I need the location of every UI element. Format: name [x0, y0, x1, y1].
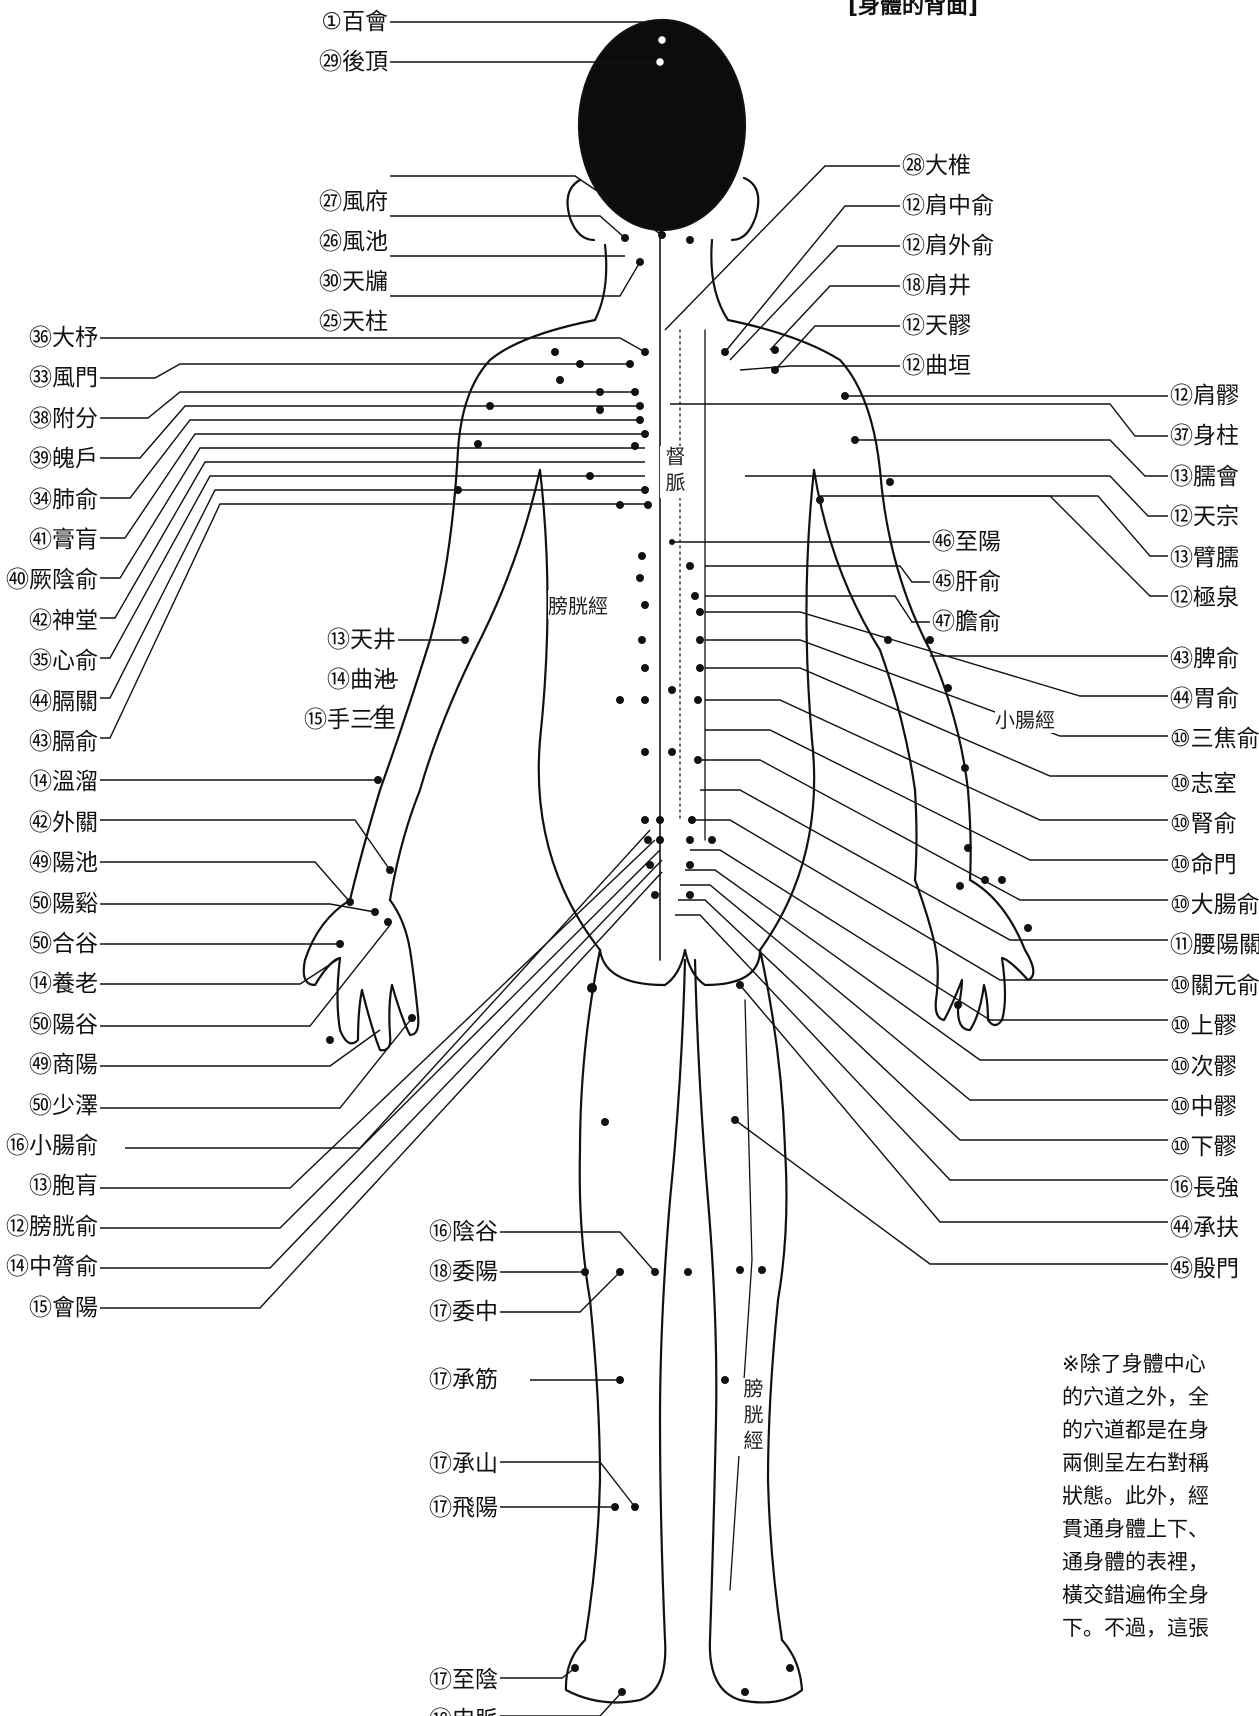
acupoint-label: ⑩腎俞 [1170, 810, 1237, 838]
acupoint-label: ⑩次髎 [1170, 1053, 1237, 1081]
acupoint-label: ⑱申脈 [429, 1706, 498, 1716]
acupoint-label: ①百會 [321, 8, 388, 36]
acupoint-label: ㊾商陽 [29, 1051, 98, 1079]
acupoint-label: ㉘大椎 [902, 152, 971, 180]
acupoint-label: ⑩大腸俞 [1170, 891, 1259, 919]
acupoint-label: ⑫肩外俞 [902, 232, 994, 260]
acupoint-label: ㊿陽谷 [29, 1011, 98, 1039]
acupoint-label: ㉝風門 [29, 364, 98, 392]
acupoint-label: ⑭曲池 [327, 666, 396, 694]
acupoint-label: ⑰至陰 [429, 1666, 498, 1694]
acupoint-label: ㊹胃俞 [1170, 685, 1239, 713]
note-line: 的穴道之外，全 [1062, 1381, 1259, 1414]
acupoint-label: ㊸脾俞 [1170, 645, 1239, 673]
acupoint-label: ㉟心俞 [29, 647, 98, 675]
acupoint-label: ㊷外關 [29, 809, 98, 837]
acupoint-label: ㊴魄戶 [29, 445, 98, 473]
acupoint-label: ⑫膀胱俞 [6, 1213, 98, 1241]
note-line: 通身體的表裡， [1062, 1546, 1259, 1579]
acupoint-label: ⑫肩中俞 [902, 192, 994, 220]
acupoint-label: ㊵厥陰俞 [6, 566, 98, 594]
acupoint-label: ㊼膽俞 [932, 608, 1001, 636]
acupoint-label: ⑫天宗 [1170, 503, 1239, 531]
acupoint-label: ⑬臂臑 [1170, 544, 1239, 572]
acupoint-label: ⑰委中 [429, 1298, 498, 1326]
acupoint-label: ㊿少澤 [29, 1092, 98, 1120]
acupoint-label: ⑩中髎 [1170, 1093, 1237, 1121]
acupoint-label: ㊸膈俞 [29, 728, 98, 756]
acupoint-label: ⑫肩髎 [1170, 382, 1239, 410]
acupoint-label: ㉞肺俞 [29, 486, 98, 514]
acupoint-label: ㊿陽谿 [29, 890, 98, 918]
acupoint-label: ㊷神堂 [29, 607, 98, 635]
acupoint-label: ⑭中膂俞 [6, 1253, 98, 1281]
note-line: ※除了身體中心 [1062, 1348, 1259, 1381]
acupoint-label: ⑩關元俞 [1170, 972, 1259, 1000]
note-line: 貫通身體上下、 [1062, 1513, 1259, 1546]
acupoint-label: ⑬天井 [327, 626, 396, 654]
acupoint-label: ㊹膈關 [29, 688, 98, 716]
acupoint-label: ⑩上髎 [1170, 1012, 1237, 1040]
acupoint-label: ⑯小腸俞 [6, 1132, 98, 1160]
note-line: 下。不過，這張 [1062, 1612, 1259, 1645]
acupoint-label: ㊿合谷 [29, 930, 98, 958]
acupoint-label: ㊾陽池 [29, 849, 98, 877]
acupoint-label: ⑰飛陽 [429, 1494, 498, 1522]
acupoint-label: ⑭溫溜 [29, 768, 98, 796]
acupoint-label: ⑩三焦俞 [1170, 725, 1259, 753]
acupoint-label: ⑫曲垣 [902, 352, 971, 380]
note-line: 的穴道都是在身 [1062, 1414, 1259, 1447]
acupoint-label: ⑩命門 [1170, 851, 1237, 879]
acupoint-label: ⑪腰陽關 [1170, 931, 1259, 959]
acupoint-label: ⑰承山 [429, 1450, 498, 1478]
acupoint-label: ⑯陰谷 [429, 1218, 498, 1246]
acupoint-label: ㊱大杼 [29, 324, 98, 352]
acupoint-label: ⑱肩井 [902, 272, 971, 300]
acupoint-label: ⑭養老 [29, 970, 98, 998]
acupoint-label: ㊺肝俞 [932, 568, 1001, 596]
acupoint-label: ㊺殷門 [1170, 1255, 1239, 1283]
note-line: 橫交錯遍佈全身 [1062, 1579, 1259, 1612]
acupoint-label: ㉖風池 [319, 228, 388, 256]
acupoint-label: ⑮會陽 [29, 1294, 98, 1322]
acupoint-label: ㊳附分 [29, 405, 98, 433]
acupoint-label: ㊻至陽 [932, 528, 1001, 556]
acupoint-label: ㉗風府 [319, 188, 388, 216]
explanatory-note: ※除了身體中心 的穴道之外，全 的穴道都是在身 兩側呈左右對稱 狀態。此外，經 … [1062, 1348, 1259, 1645]
acupoint-label: ⑮手三里 [304, 706, 396, 734]
acupoint-label: ⑩志室 [1170, 770, 1237, 798]
acupoint-label: ⑬胞肓 [29, 1172, 98, 1200]
acupoint-label: ㊹承扶 [1170, 1214, 1239, 1242]
acupoint-label: ⑱委陽 [429, 1258, 498, 1286]
acupoint-label: ㉚天牖 [319, 268, 388, 296]
acupoint-label: ⑬臑會 [1170, 463, 1239, 491]
note-line: 兩側呈左右對稱 [1062, 1447, 1259, 1480]
acupoint-label: ⑰承筋 [429, 1366, 498, 1394]
acupoint-label: ㉙後頂 [319, 48, 388, 76]
acupoint-label: ㉕天柱 [319, 308, 388, 336]
note-line: 狀態。此外，經 [1062, 1480, 1259, 1513]
acupoint-label: ⑫極泉 [1170, 584, 1239, 612]
acupoint-label: ㊶膏肓 [29, 526, 98, 554]
acupoint-label: ⑯長強 [1170, 1174, 1239, 1202]
acupoint-label: ㊲身柱 [1170, 422, 1239, 450]
acupoint-label: ⑩下髎 [1170, 1133, 1237, 1161]
acupoint-label: ⑫天髎 [902, 312, 971, 340]
